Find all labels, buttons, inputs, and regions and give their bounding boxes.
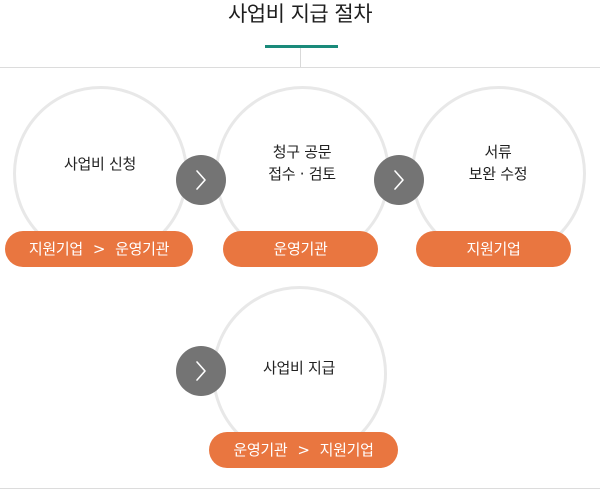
title-divider-tick <box>300 48 301 67</box>
step-2-line-1: 청구 공문 <box>272 143 332 161</box>
step-4-badge: 운영기관 > 지원기업 <box>209 432 398 468</box>
step-1-label: 사업비 신청 <box>20 153 180 175</box>
step-1-badge-to: 운영기관 <box>115 240 170 258</box>
step-1-badge-from: 지원기업 <box>28 240 83 258</box>
step-3-label: 서류 보완 수정 <box>418 141 578 185</box>
step-1-badge: 지원기업 > 운영기관 <box>5 231 193 267</box>
title-underline <box>265 45 338 48</box>
step-4-badge-to: 지원기업 <box>319 441 374 459</box>
step-2-badge: 운영기관 <box>223 231 378 267</box>
step-1-badge-separator: > <box>92 240 106 258</box>
chevron-right-icon <box>394 170 404 190</box>
page-title: 사업비 지급 절차 <box>227 2 373 26</box>
step-arrow-3 <box>176 346 226 396</box>
step-arrow-1 <box>176 155 226 205</box>
step-2-badge-text: 운영기관 <box>273 240 328 258</box>
step-4-label: 사업비 지급 <box>219 357 379 379</box>
footer-divider <box>0 488 600 489</box>
step-3-line-2: 보완 수정 <box>468 165 528 183</box>
step-arrow-2 <box>374 155 424 205</box>
step-4-circle <box>212 286 387 461</box>
step-1-line-1: 사업비 신청 <box>64 155 136 173</box>
step-3-line-1: 서류 <box>484 143 512 161</box>
header-divider <box>0 67 600 68</box>
step-3-badge: 지원기업 <box>416 231 571 267</box>
chevron-right-icon <box>196 170 206 190</box>
step-4-line-1: 사업비 지급 <box>263 359 335 377</box>
chevron-right-icon <box>196 361 206 381</box>
step-4-badge-separator: > <box>297 441 310 459</box>
step-4-badge-from: 운영기관 <box>233 441 288 459</box>
step-3-badge-text: 지원기업 <box>466 240 521 258</box>
step-2-label: 청구 공문 접수 · 검토 <box>222 141 382 185</box>
step-2-line-2: 접수 · 검토 <box>268 165 336 183</box>
